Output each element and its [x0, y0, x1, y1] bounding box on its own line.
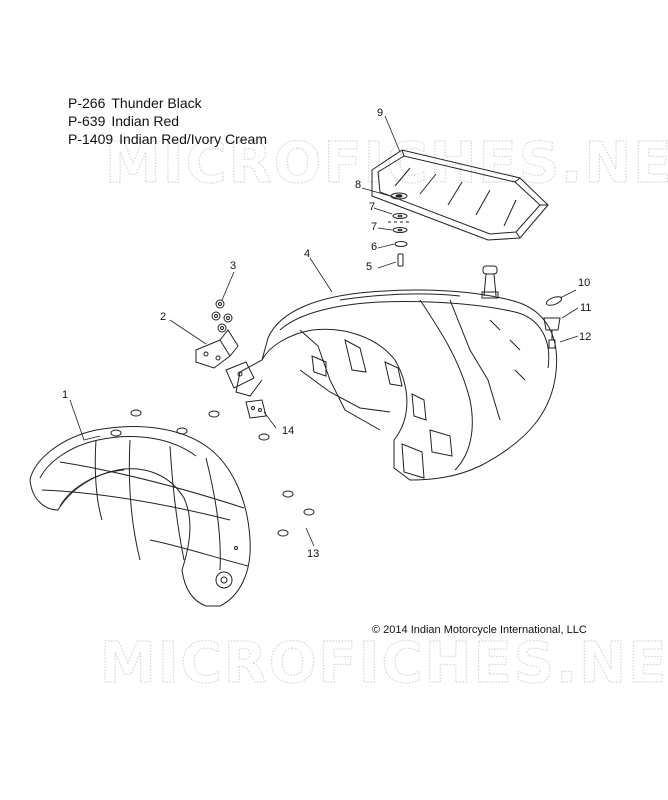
callout-2: 2 [160, 311, 166, 323]
callout-12: 12 [579, 331, 591, 343]
rack-hardware-stack [388, 192, 412, 267]
paint-name: Indian Red [111, 113, 180, 129]
paint-name: Thunder Black [111, 95, 202, 111]
lock-cylinder-parts [543, 296, 563, 349]
callout-11: 11 [580, 302, 591, 314]
callout-labels: 1 2 3 4 5 6 7 7 8 9 10 11 12 13 14 [62, 107, 591, 560]
callout-10: 10 [578, 277, 590, 289]
nut-set-part [211, 299, 233, 333]
watermark-bottom: MICROFICHES.NET [100, 631, 668, 696]
callout-3: 3 [230, 260, 236, 272]
callout-1: 1 [62, 389, 68, 401]
paint-code: P-266 [68, 95, 106, 111]
copyright-notice: © 2014 Indian Motorcycle International, … [372, 624, 587, 636]
paint-code: P-639 [68, 113, 106, 129]
callout-8: 8 [355, 179, 361, 191]
fastener-set [110, 409, 315, 537]
paint-code-legend: P-266 Thunder Black P-639 Indian Red P-140… [68, 94, 267, 148]
latch-bracket [481, 265, 499, 299]
callout-5: 5 [366, 261, 372, 273]
luggage-rack-part [371, 149, 549, 241]
callout-6: 6 [371, 241, 377, 253]
paint-code: P-1409 [68, 131, 114, 147]
legend-row: P-1409 Indian Red/Ivory Cream [68, 130, 267, 148]
leader-lines [69, 115, 579, 547]
trunk-shell-part [235, 289, 558, 481]
legend-row: P-266 Thunder Black [68, 94, 267, 112]
legend-row: P-639 Indian Red [68, 112, 267, 130]
callout-14: 14 [282, 425, 294, 437]
callout-7a: 7 [371, 221, 377, 233]
callout-9: 9 [377, 107, 383, 119]
mounting-bracket-part [195, 329, 255, 389]
watermark-top: MICROFICHES.NET [105, 131, 668, 196]
side-bracket-part [245, 399, 267, 419]
callout-4: 4 [304, 248, 310, 260]
paint-name: Indian Red/Ivory Cream [119, 131, 267, 147]
callout-13: 13 [307, 548, 319, 560]
backrest-pad-part [29, 426, 251, 607]
callout-7b: 7 [369, 201, 375, 213]
